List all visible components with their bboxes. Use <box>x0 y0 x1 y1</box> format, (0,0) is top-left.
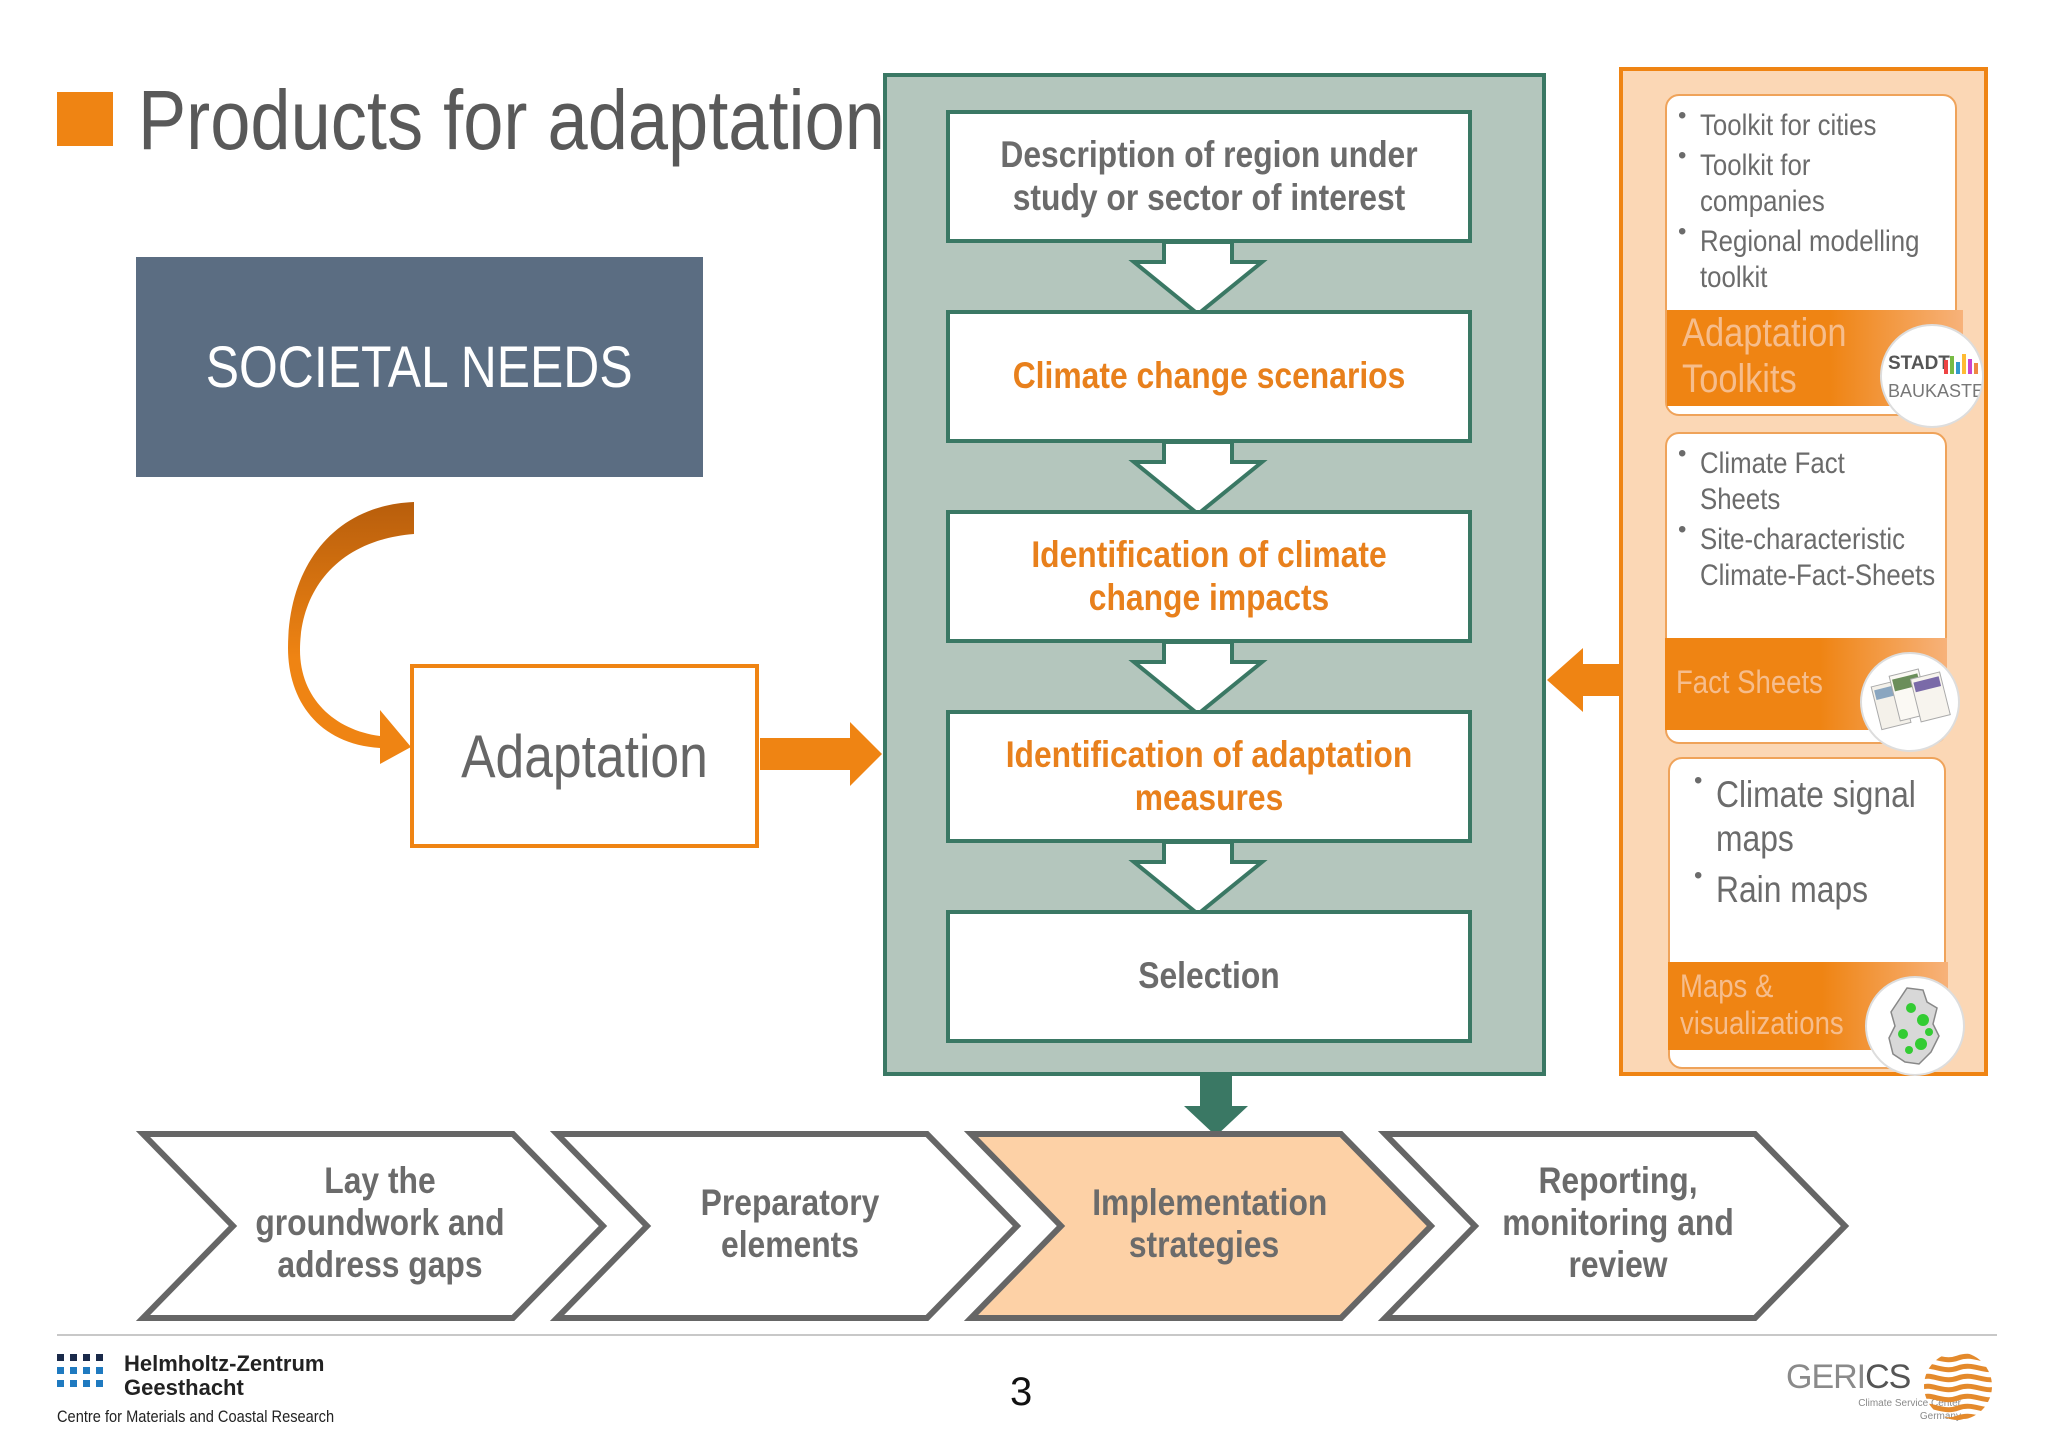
list-item: Regional modelling toolkit <box>1678 218 1955 296</box>
page-title: Products for adaptation <box>138 73 885 167</box>
phase-2-label: Preparatory elements <box>700 1182 880 1266</box>
societal-needs-box: SOCIETAL NEEDS <box>136 257 703 477</box>
step-arrow-1-icon <box>1128 240 1268 317</box>
step-selection: Selection <box>946 910 1472 1043</box>
gerics-wordmark: GERICS <box>1786 1358 1911 1396</box>
germany-map-icon <box>1888 987 1940 1065</box>
gerics-sub1: Climate Service Center <box>1858 1398 1961 1409</box>
adaptation-box: Adaptation <box>410 664 759 848</box>
step-arrow-3-icon <box>1128 640 1268 717</box>
list-item: Climate Fact Sheets <box>1678 440 1945 518</box>
phase-1-label: Lay the groundwork and address gaps <box>255 1160 505 1286</box>
list-item: Toolkit for companies <box>1678 142 1955 220</box>
step-arrow-2-icon <box>1128 440 1268 517</box>
page-number: 3 <box>1010 1370 1033 1414</box>
phase-4-shape <box>1377 1131 1850 1321</box>
list-item: Climate signal maps <box>1694 767 1944 862</box>
band-label-maps: Maps & visualizations <box>1680 968 1844 1041</box>
title-square-icon <box>57 92 113 146</box>
stadtbaukasten-logo: STADT BAUKASTEN <box>1880 324 1984 428</box>
phase-4-label: Reporting, monitoring and review <box>1502 1160 1734 1286</box>
gerics-wave-icon <box>1924 1353 1992 1420</box>
step-measures: Identification of adaptation measures <box>946 710 1472 843</box>
list-item: Toolkit for cities <box>1678 102 1955 144</box>
logo-bars-icon <box>1944 354 1978 374</box>
footer-divider <box>57 1334 1997 1336</box>
logo-text: BAUKASTEN <box>1888 381 1984 401</box>
list-item: Site-characteristic Climate-Fact-Sheets <box>1678 516 1945 594</box>
factsheet-pages-icon <box>1870 668 1951 731</box>
map-thumbnail <box>1865 976 1965 1076</box>
down-arrow-icon <box>1184 1076 1248 1136</box>
hzg-subtitle: Centre for Materials and Coastal Researc… <box>57 1407 335 1426</box>
phase-2-shape <box>549 1131 1022 1321</box>
gerics-sub2: Germany <box>1919 1411 1961 1422</box>
hzg-line2: Geesthacht <box>124 1374 244 1400</box>
hzg-line1: Helmholtz-Zentrum <box>124 1351 325 1376</box>
band-label-toolkits: Adaptation Toolkits <box>1682 311 1847 401</box>
list-item: Rain maps <box>1694 862 1944 912</box>
step-scenarios: Climate change scenarios <box>946 310 1472 443</box>
gerics-subtitle: Climate Service Center Germany <box>1786 1397 1961 1423</box>
step-arrow-4-icon <box>1128 840 1268 917</box>
step-description: Description of region under study or sec… <box>946 110 1472 243</box>
curved-arrow-icon <box>288 502 414 764</box>
phase-3-label: Implementation strategies <box>1092 1182 1328 1266</box>
right-arrow-icon <box>760 722 882 786</box>
left-arrow-icon <box>1547 648 1619 712</box>
step-impacts: Identification of climate change impacts <box>946 510 1472 643</box>
phase-1-shape <box>135 1131 608 1321</box>
logo-text: STADT <box>1888 353 1950 374</box>
factsheet-thumbnail <box>1860 652 1960 752</box>
hzg-name: Helmholtz-Zentrum Geesthacht <box>124 1352 324 1400</box>
band-label-factsheets: Fact Sheets <box>1676 664 1823 700</box>
phase-3-shape <box>963 1131 1436 1321</box>
hzg-logo-icon <box>57 1354 103 1387</box>
